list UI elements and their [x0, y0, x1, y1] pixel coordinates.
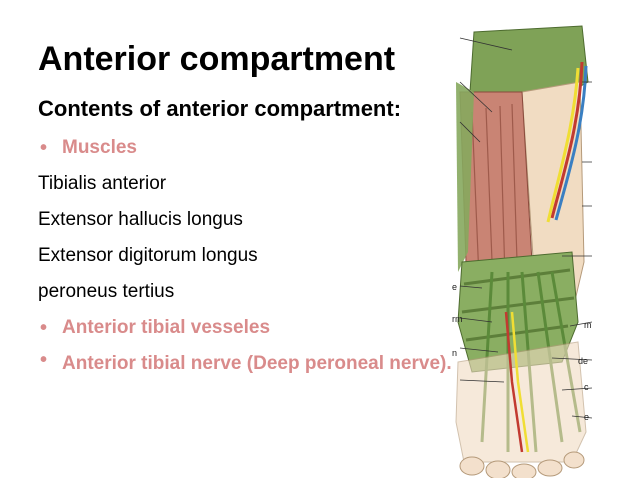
artery: [550, 61, 584, 219]
toe-5: [563, 451, 585, 469]
content-subheading: Contents of anterior compartment:: [38, 96, 402, 121]
bullet-dot-icon: •: [40, 137, 48, 159]
bullet-dot-icon: •: [40, 349, 48, 371]
dorsalis-pedis: [504, 311, 524, 453]
muscle-extensor-hallucis-longus: Extensor hallucis longus: [38, 209, 243, 230]
figure-label: de: [578, 356, 588, 366]
figure-label: rm: [452, 314, 463, 324]
bullet-muscles: • Muscles: [38, 130, 458, 166]
figure-label: c: [584, 382, 589, 392]
leader-lines: [459, 37, 592, 419]
muscle-striation: [471, 103, 519, 313]
fascia-sheet: [456, 82, 474, 272]
muscle-extensor-digitorum-longus: Extensor digitorum longus: [38, 245, 258, 266]
slide-content: Contents of anterior compartment: • Musc…: [38, 96, 458, 378]
muscle-peroneus-tertius: peroneus tertius: [38, 281, 175, 302]
vein: [554, 65, 588, 221]
toe-3: [511, 463, 537, 478]
figure-label: e: [452, 282, 457, 292]
bullet-text: Anterior tibial nerve (Deep peroneal ner…: [62, 353, 452, 374]
toe-4: [537, 459, 563, 477]
figure-label: n: [452, 348, 457, 358]
slide-title: Anterior compartment: [38, 40, 396, 78]
muscle-tibialis-anterior: Tibialis anterior: [38, 173, 167, 194]
figure-label: e: [584, 412, 589, 422]
bullet-dot-icon: •: [40, 317, 48, 339]
bullet-anterior-tibial-vessels: • Anterior tibial vesseles: [38, 310, 458, 346]
figure-label: m: [584, 320, 592, 330]
bullet-text: Anterior tibial vesseles: [62, 317, 271, 338]
bullet-text: Muscles: [62, 137, 137, 158]
deep-peroneal-nerve: [510, 311, 530, 453]
toe-2: [485, 460, 511, 478]
bullet-anterior-tibial-nerve: • Anterior tibial nerve (Deep peroneal n…: [38, 346, 452, 378]
anterior-leg-anatomy-illustration: e rm n m de c e: [452, 25, 592, 478]
toe-1: [459, 456, 485, 476]
nerve: [546, 67, 580, 223]
